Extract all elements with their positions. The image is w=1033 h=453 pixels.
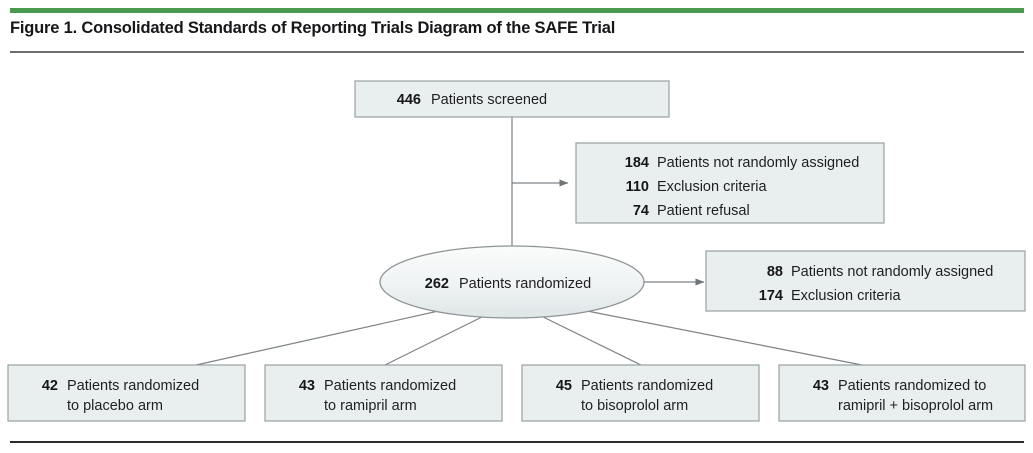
node-placebo-count: 42 [42, 378, 58, 394]
node-arm-placebo: 42 Patients randomized to placebo arm [7, 364, 246, 422]
node-excluded1-label-1: Patients not randomly assigned [657, 155, 859, 171]
node-excluded2-count-2: 174 [759, 288, 783, 304]
node-excluded2-count-1: 88 [767, 264, 783, 280]
node-placebo-box [7, 364, 246, 422]
node-bisoprolol-count: 45 [556, 378, 572, 394]
edge-randomized-to-combo [571, 307, 863, 366]
node-screened-label: Patients screened [431, 92, 547, 108]
node-ramipril-count: 43 [299, 378, 315, 394]
connector-group [195, 117, 863, 366]
node-excluded2-box [705, 250, 1026, 312]
node-screened-box [354, 80, 670, 118]
node-excluded2-label-2: Exclusion criteria [791, 288, 902, 304]
node-screened-count: 446 [397, 92, 421, 108]
node-randomized-label: Patients randomized [459, 276, 591, 292]
node-placebo-label-1: Patients randomized [67, 378, 199, 394]
edge-randomized-to-placebo [195, 307, 453, 366]
consort-flow-diagram: 446 Patients screened 184 Patients not r… [7, 80, 1026, 422]
node-randomized-count: 262 [425, 276, 449, 292]
node-bisoprolol-label-1: Patients randomized [581, 378, 713, 394]
node-placebo-label-2: to placebo arm [67, 398, 163, 414]
node-bisoprolol-label-2: to bisoprolol arm [581, 398, 688, 414]
node-ramipril-label-2: to ramipril arm [324, 398, 417, 414]
node-ramipril-label-1: Patients randomized [324, 378, 456, 394]
node-excluded1-count-3: 74 [633, 203, 649, 219]
node-arm-bisoprolol: 45 Patients randomized to bisoprolol arm [521, 364, 760, 422]
node-patients-randomized: 262 Patients randomized [379, 245, 645, 319]
edge-randomized-to-bisoprolol [532, 311, 642, 366]
node-excluded1-count-2: 110 [626, 179, 649, 195]
node-excluded1-box [575, 142, 885, 224]
node-excluded1-label-2: Exclusion criteria [657, 179, 768, 195]
node-excluded1-count-1: 184 [625, 155, 649, 171]
node-combo-box [778, 364, 1026, 422]
bottom-divider [10, 441, 1024, 443]
node-ramipril-box [264, 364, 503, 422]
node-excluded1-label-3: Patient refusal [657, 203, 750, 219]
title-divider [10, 51, 1024, 53]
node-excluded2-label-1: Patients not randomly assigned [791, 264, 993, 280]
node-patients-screened: 446 Patients screened [354, 80, 670, 118]
node-randomized-ellipse [379, 245, 645, 319]
node-arm-ramipril-bisoprolol: 43 Patients randomized to ramipril + bis… [778, 364, 1026, 422]
edge-randomized-to-ramipril [384, 311, 493, 366]
node-combo-count: 43 [813, 378, 829, 394]
node-combo-label-2: ramipril + bisoprolol arm [838, 398, 993, 414]
node-not-randomly-assigned-2: 88 Patients not randomly assigned 174 Ex… [705, 250, 1026, 312]
node-bisoprolol-box [521, 364, 760, 422]
node-arm-ramipril: 43 Patients randomized to ramipril arm [264, 364, 503, 422]
node-not-randomly-assigned-1: 184 Patients not randomly assigned 110 E… [575, 142, 885, 224]
node-combo-label-1: Patients randomized to [838, 378, 986, 394]
accent-rule-top [10, 8, 1024, 13]
figure-title: Figure 1. Consolidated Standards of Repo… [10, 19, 616, 37]
